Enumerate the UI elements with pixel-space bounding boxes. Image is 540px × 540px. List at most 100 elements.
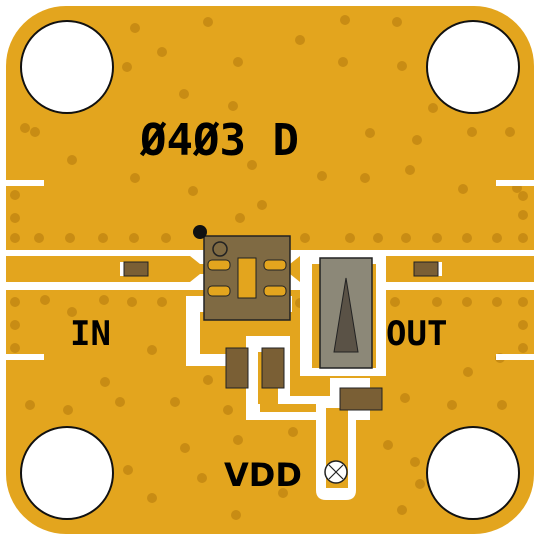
mounting-hole-icon <box>426 20 520 114</box>
ground-via-icon <box>447 400 457 410</box>
ground-via-icon <box>492 233 502 243</box>
ground-via-icon <box>179 89 189 99</box>
ground-via-icon <box>390 297 400 307</box>
ground-via-icon <box>223 405 233 415</box>
ground-via-icon <box>432 233 442 243</box>
ground-via-icon <box>463 367 473 377</box>
ground-via-icon <box>405 165 415 175</box>
ground-via-icon <box>10 320 20 330</box>
ground-via-icon <box>115 397 125 407</box>
ground-via-icon <box>365 128 375 138</box>
ground-via-icon <box>203 375 213 385</box>
ground-via-icon <box>129 233 139 243</box>
ground-via-icon <box>518 191 528 201</box>
ground-via-icon <box>67 307 77 317</box>
ground-via-icon <box>130 23 140 33</box>
pin1-marker-dot-icon <box>193 225 207 239</box>
ground-via-icon <box>40 295 50 305</box>
ground-via-icon <box>127 297 137 307</box>
ground-via-icon <box>505 127 515 137</box>
ground-via-icon <box>458 184 468 194</box>
ground-via-icon <box>122 62 132 72</box>
ground-via-icon <box>231 510 241 520</box>
output-capacitor <box>319 257 373 369</box>
ground-via-icon <box>340 15 350 25</box>
ground-via-icon <box>397 61 407 71</box>
ground-via-icon <box>98 233 108 243</box>
ground-via-icon <box>432 297 442 307</box>
ground-via-icon <box>10 343 20 353</box>
ground-via-icon <box>295 35 305 45</box>
ground-via-icon <box>518 320 528 330</box>
ground-via-icon <box>518 210 528 220</box>
part-label: Ø4Ø3 D <box>139 115 299 166</box>
ground-via-icon <box>67 155 77 165</box>
ground-via-icon <box>20 123 30 133</box>
ground-via-icon <box>410 457 420 467</box>
ground-via-icon <box>197 473 207 483</box>
ground-via-icon <box>99 295 109 305</box>
ground-via-icon <box>123 465 133 475</box>
ground-via-icon <box>228 101 238 111</box>
ground-via-icon <box>518 343 528 353</box>
ground-via-icon <box>257 200 267 210</box>
ground-via-icon <box>30 127 40 137</box>
ground-via-icon <box>518 233 528 243</box>
ground-via-icon <box>233 435 243 445</box>
ground-via-icon <box>373 233 383 243</box>
ground-via-icon <box>161 233 171 243</box>
ground-via-icon <box>10 213 20 223</box>
ground-via-icon <box>428 103 438 113</box>
ground-via-icon <box>147 345 157 355</box>
ground-via-icon <box>462 233 472 243</box>
ground-via-icon <box>392 17 402 27</box>
ground-via-icon <box>397 505 407 515</box>
ground-via-icon <box>247 160 257 170</box>
ground-via-icon <box>300 233 310 243</box>
ground-via-icon <box>65 233 75 243</box>
pin1-marker-icon <box>212 241 228 257</box>
ground-vias <box>10 15 528 520</box>
vdd-label: VDD <box>224 456 302 494</box>
ground-via-icon <box>188 186 198 196</box>
ground-via-icon <box>203 17 213 27</box>
ground-via-icon <box>518 297 528 307</box>
ground-via-icon <box>157 47 167 57</box>
ground-via-icon <box>401 233 411 243</box>
ground-via-icon <box>467 127 477 137</box>
ground-via-icon <box>25 400 35 410</box>
ground-via-icon <box>360 173 370 183</box>
mounting-holes <box>20 20 520 520</box>
ground-via-icon <box>10 190 20 200</box>
ground-via-icon <box>235 213 245 223</box>
mounting-hole-icon <box>426 426 520 520</box>
ground-via-icon <box>34 233 44 243</box>
amplifier-chip <box>203 235 291 321</box>
ground-via-icon <box>233 57 243 67</box>
ground-via-icon <box>100 377 110 387</box>
ground-via-icon <box>400 393 410 403</box>
ground-via-icon <box>147 493 157 503</box>
input-label: IN <box>70 314 111 354</box>
probe-pad-icon <box>324 460 348 484</box>
ground-via-icon <box>180 443 190 453</box>
output-label: OUT <box>386 314 447 354</box>
ground-via-icon <box>278 488 288 498</box>
ground-via-icon <box>63 405 73 415</box>
ground-via-icon <box>130 173 140 183</box>
ground-via-icon <box>157 297 167 307</box>
ground-via-icon <box>10 297 20 307</box>
ground-via-icon <box>317 171 327 181</box>
ground-via-icon <box>345 233 355 243</box>
ground-via-icon <box>492 297 502 307</box>
mounting-hole-icon <box>20 426 114 520</box>
ground-via-icon <box>462 297 472 307</box>
edge-gaps <box>6 180 534 360</box>
ground-via-icon <box>10 233 20 243</box>
ground-via-icon <box>412 135 422 145</box>
ground-via-icon <box>170 397 180 407</box>
mounting-hole-icon <box>20 20 114 114</box>
ground-via-icon <box>288 427 298 437</box>
ground-via-icon <box>338 57 348 67</box>
